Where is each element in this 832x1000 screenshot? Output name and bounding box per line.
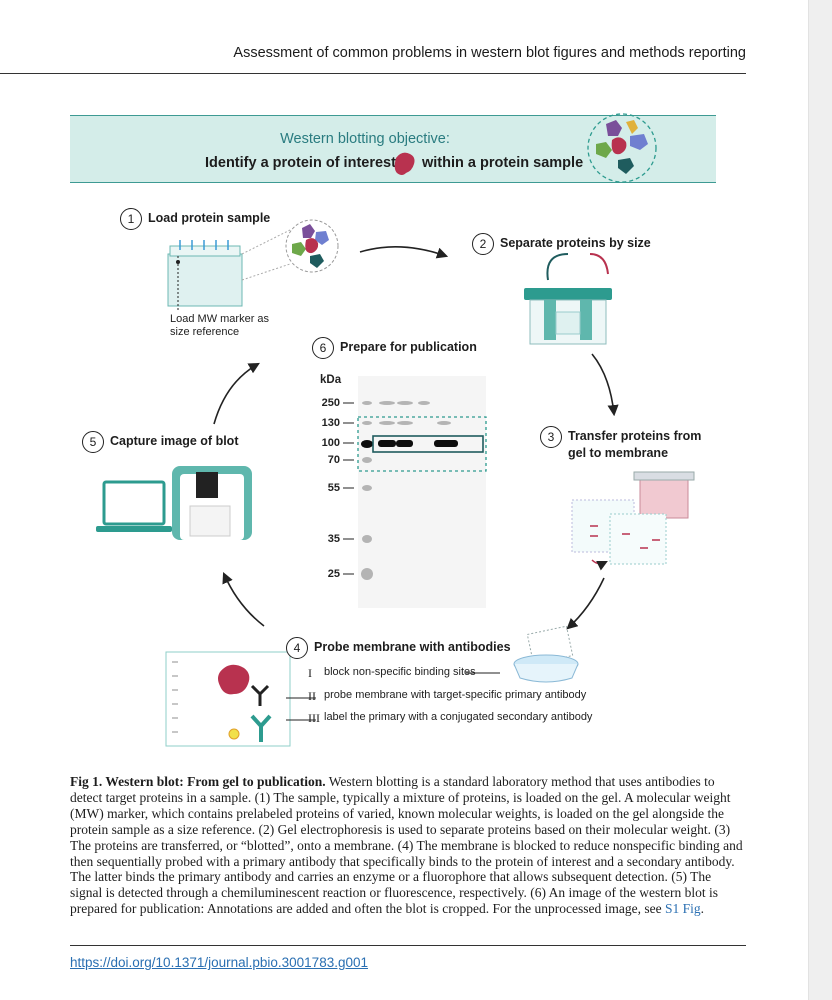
- transfer-membrane-icon: [571, 471, 695, 571]
- step-label: Prepare for publication: [340, 340, 477, 354]
- cycle-arrows: [213, 246, 619, 630]
- blot-image: [343, 376, 487, 608]
- caption-rule: [70, 945, 746, 946]
- scrollbar[interactable]: [808, 0, 832, 1000]
- probe-step-1: I block non-specific binding sites: [308, 666, 476, 680]
- mw-tick-label: 250: [321, 397, 340, 409]
- probe-step-text: label the primary with a conjugated seco…: [324, 711, 593, 723]
- protein-of-interest-icon: [394, 152, 415, 175]
- mw-tick-label: 25: [327, 568, 340, 580]
- banner-subtitle-part1: Identify a protein of interest: [205, 155, 396, 171]
- figure-caption: Fig 1. Western blot: From gel to publica…: [70, 774, 746, 917]
- step-number: 3: [540, 426, 562, 448]
- step-number: 5: [82, 431, 104, 453]
- banner-subtitle-part2: within a protein sample: [422, 155, 584, 171]
- probe-step-text: block non-specific binding sites: [324, 666, 476, 678]
- caption-label: Fig 1. Western blot: From gel to publica…: [70, 774, 326, 789]
- step-6-publication: 6 Prepare for publication: [312, 337, 477, 359]
- mw-tick-label: 70: [327, 454, 340, 466]
- step-2-separate: 2 Separate proteins by size: [472, 233, 651, 255]
- probe-step-3: III label the primary with a conjugated …: [308, 711, 593, 725]
- step-number: 6: [312, 337, 334, 359]
- electrophoresis-tank-icon: [524, 253, 612, 345]
- roman-numeral: III: [308, 711, 320, 725]
- mw-tick-label: 130: [321, 417, 340, 429]
- mw-tick-label: 55: [327, 482, 340, 494]
- doi-link[interactable]: https://doi.org/10.1371/journal.pbio.300…: [70, 955, 368, 970]
- step-number: 2: [472, 233, 494, 255]
- mw-marker-note: Load MW marker as size reference: [170, 313, 270, 338]
- antibody-panel: [165, 651, 316, 747]
- step-label: Load protein sample: [148, 211, 271, 225]
- caption-text: Western blotting is a standard laborator…: [70, 774, 743, 917]
- western-blot-diagram: [96, 113, 695, 747]
- step-label: Capture image of blot: [110, 434, 239, 448]
- step-3-transfer: 3 Transfer proteins from gel to membrane: [540, 426, 710, 462]
- roman-numeral: II: [308, 689, 316, 703]
- banner-title: Western blotting objective:: [280, 131, 450, 147]
- caption-end: .: [700, 901, 704, 917]
- step-number: 4: [286, 637, 308, 659]
- header-rule: [0, 73, 746, 74]
- step-1-load-sample: 1 Load protein sample: [120, 208, 270, 230]
- step-4-probe: 4 Probe membrane with antibodies: [286, 637, 511, 659]
- mw-tick-label: 100: [321, 437, 340, 449]
- gel-icon: [167, 219, 339, 310]
- membrane-dish-icon: [513, 625, 579, 683]
- probe-step-text: probe membrane with target-specific prim…: [324, 689, 587, 701]
- step-label: Transfer proteins from gel to membrane: [568, 429, 702, 460]
- running-title: Assessment of common problems in western…: [233, 45, 746, 61]
- probe-step-2: II probe membrane with target-specific p…: [308, 689, 587, 703]
- mw-tick-label: 35: [327, 533, 340, 545]
- roman-numeral: I: [308, 666, 312, 680]
- imaging-station-icon: [96, 466, 252, 540]
- protein-mixture-icon: [587, 113, 657, 183]
- blot-unit-label: kDa: [320, 374, 342, 386]
- step-5-capture: 5 Capture image of blot: [82, 431, 238, 453]
- step-label: Probe membrane with antibodies: [314, 640, 511, 654]
- s1-fig-link[interactable]: S1 Fig: [664, 901, 701, 917]
- step-label: Separate proteins by size: [500, 236, 651, 250]
- step-number: 1: [120, 208, 142, 230]
